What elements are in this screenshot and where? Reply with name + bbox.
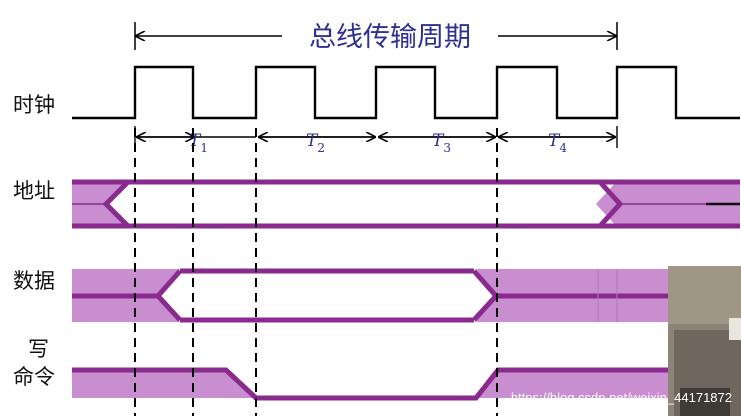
period-label-t1: T1 [189,131,208,155]
data-label: 数据 [13,269,55,293]
data-bus [72,268,668,323]
period-label-t4: T4 [548,131,567,155]
period-label-t3: T3 [432,131,451,155]
inset-photo [668,266,741,416]
clock-waveform [72,65,740,120]
address-label: 地址 [13,179,55,203]
watermark-text: https://blog.csdn.net/weixin_44171872 [511,390,732,405]
write-command-signal [72,367,668,401]
write-cmd-label-line1: 写 [28,337,49,361]
write-cmd-label-line2: 命令 [13,365,55,389]
period-title: 总线传输周期 [309,22,471,53]
bus-period-annotation: 总线传输周期 [134,22,618,53]
address-bus [72,179,740,229]
period-label-t2: T2 [306,131,325,155]
clock-label: 时钟 [13,93,55,117]
timing-guides [134,128,498,416]
